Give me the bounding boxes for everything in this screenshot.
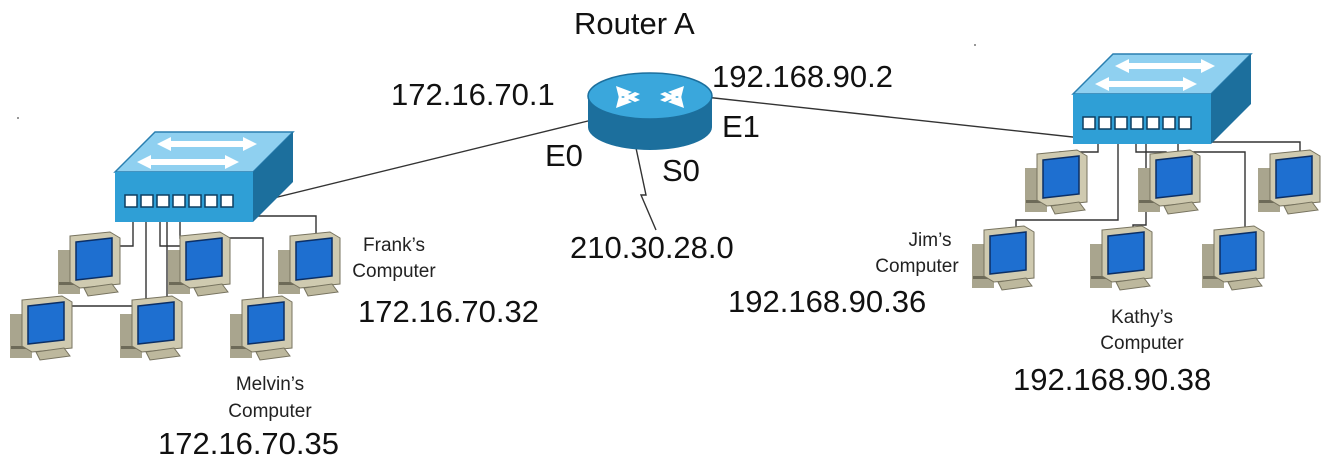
- kathy-ip: 192.168.90.38: [1013, 362, 1212, 397]
- frank-name: Frank’s: [363, 235, 425, 256]
- kathy-computer-label: Computer: [1100, 333, 1184, 354]
- link-router-e0-switch-left: [236, 119, 593, 208]
- computer-icon: [9, 295, 73, 361]
- speck: [974, 44, 976, 46]
- jim-name: Jim’s: [908, 230, 952, 251]
- melvin-ip: 172.16.70.35: [158, 426, 340, 461]
- melvin-name: Melvin’s: [235, 374, 305, 395]
- router-title: Router A: [574, 6, 695, 41]
- router-e1-ip: 192.168.90.2: [712, 59, 894, 94]
- jim-computer-label: Computer: [875, 256, 959, 277]
- kathy-name: Kathy’s: [1111, 307, 1173, 328]
- jim-ip: 192.168.90.36: [728, 284, 927, 319]
- router-s0-label: S0: [662, 153, 700, 188]
- right-switch-icon: [1072, 53, 1252, 145]
- router-e0-ip: 172.16.70.1: [391, 77, 555, 112]
- computer-icon: [167, 231, 231, 297]
- computer-icon: [1257, 149, 1321, 215]
- jim-computer-icon: [971, 225, 1035, 291]
- melvin-computer-label: Computer: [228, 401, 312, 422]
- router-e0-label: E0: [545, 138, 583, 173]
- router-e1-label: E1: [722, 109, 760, 144]
- frank-computer-icon: [277, 231, 341, 297]
- computer-icon: [57, 231, 121, 297]
- left-switch-icon: [114, 131, 294, 223]
- left-lan-computers: [9, 231, 341, 361]
- computer-icon: [1024, 149, 1088, 215]
- serial-link-s0: [635, 147, 657, 231]
- computer-icon: [1201, 225, 1265, 291]
- melvin-computer-icon: [229, 295, 293, 361]
- link-router-e1-switch-right: [704, 96, 1101, 141]
- serial-network-label: 210.30.28.0: [570, 230, 734, 265]
- router-a-icon: [587, 72, 713, 150]
- kathy-computer-icon: [1089, 225, 1153, 291]
- frank-ip: 172.16.70.32: [358, 294, 540, 329]
- speck: [17, 117, 19, 119]
- computer-icon: [1137, 149, 1201, 215]
- frank-computer-label: Computer: [352, 261, 436, 282]
